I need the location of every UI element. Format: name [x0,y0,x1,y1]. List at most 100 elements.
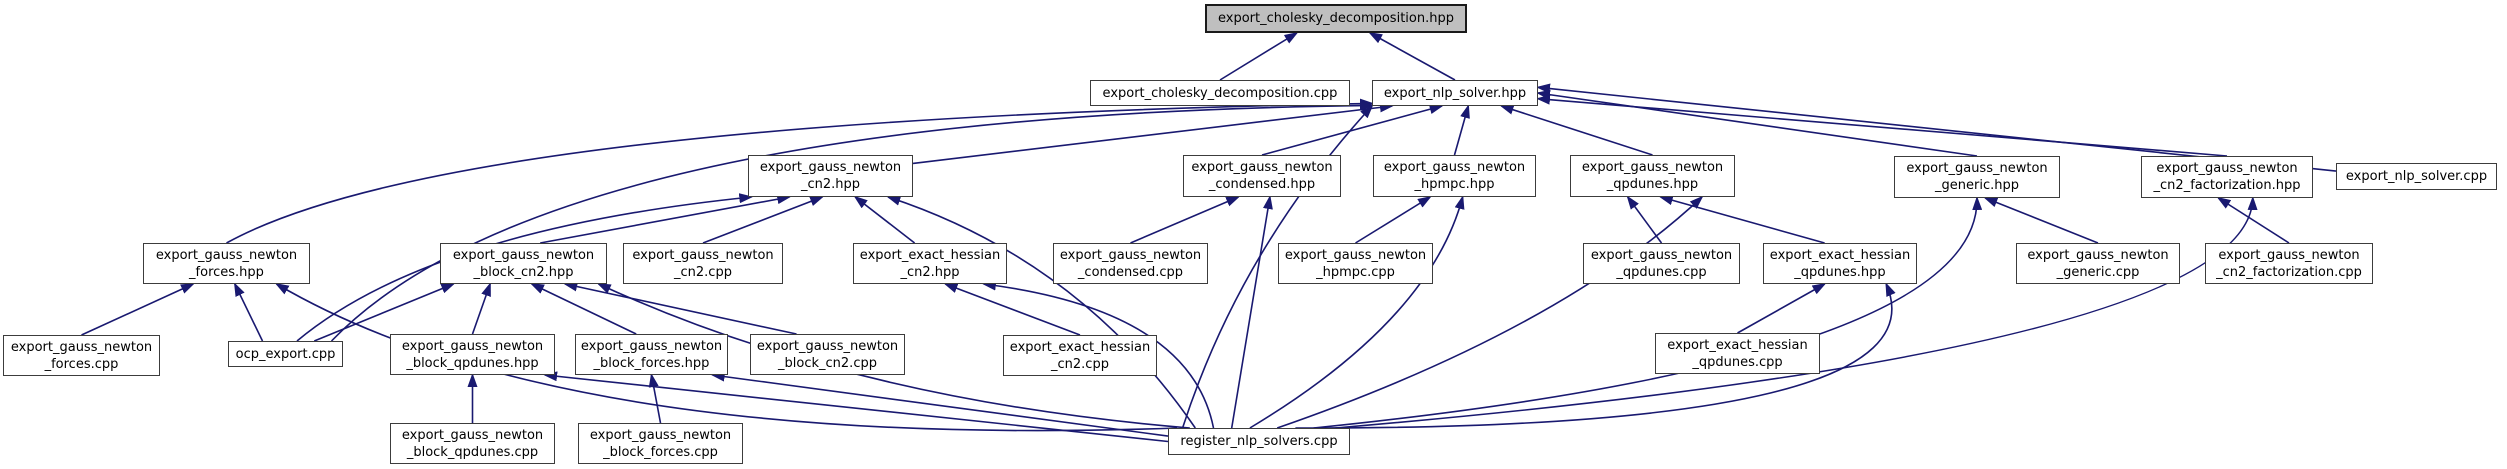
graph-node-label: _block_forces.hpp [593,355,710,371]
graph-node-label: export_gauss_newton [2027,247,2169,263]
graph-node-gn_block_forces_cpp[interactable]: export_gauss_newton_block_forces.cpp [578,423,743,464]
graph-node-eh_cn2_cpp[interactable]: export_exact_hessian_cn2.cpp [1003,335,1157,376]
graph-node-label: _qpdunes.cpp [1616,264,1707,280]
graph-node-label: _hpmpc.cpp [1316,264,1395,280]
edge-gn_hpmpc_hpp-to-nlp_solver_hpp [1453,104,1470,156]
graph-node-label: export_gauss_newton [756,338,899,354]
edge-eh_qpdunes_hpp-to-gn_qpdunes_hpp [1658,195,1825,244]
edge-register_cpp-to-gn_forces_hpp [274,282,1178,432]
graph-node-register_cpp[interactable]: register_nlp_solvers.cpp [1168,428,1350,455]
edge-gn_block_cn2_hpp-to-gn_cn2_hpp [540,194,792,244]
graph-node-ocp_export_cpp[interactable]: ocp_export.cpp [228,341,343,367]
graph-node-gn_condensed_hpp[interactable]: export_gauss_newton _condensed.hpp [1183,155,1341,197]
graph-node-label: export_cholesky_decomposition.hpp [1218,11,1454,26]
graph-node-gn_qpdunes_cpp[interactable]: export_gauss_newton_qpdunes.cpp [1583,243,1740,284]
graph-node-label: export_gauss_newton [1906,161,2048,176]
graph-node-label: _cn2_factorization.hpp [2153,178,2301,193]
graph-node-label: _qpdunes.hpp [1606,177,1699,192]
edge-eh_qpdunes_cpp-to-eh_qpdunes_hpp [1737,283,1827,334]
graph-node-cholesky_hpp[interactable]: export_cholesky_decomposition.hpp [1205,4,1467,33]
graph-node-label: export_gauss_newton [1284,247,1427,263]
graph-node-label: export_gauss_newton [401,338,544,354]
edge-ocp_export_cpp-to-gn_forces_hpp [233,282,264,342]
graph-node-gn_block_cn2_cpp[interactable]: export_gauss_newton_block_cn2.cpp [750,334,905,375]
edge-cholesky_cpp-to-cholesky_hpp [1219,31,1299,81]
graph-node-gn_block_qpdunes_hpp[interactable]: export_gauss_newton_block_qpdunes.hpp [390,334,555,375]
graph-node-label: export_gauss_newton [580,338,723,354]
edge-register_cpp-to-gn_condensed_hpp [1230,195,1273,429]
graph-node-label: _block_cn2.hpp [473,264,574,280]
edge-gn_cn2_hpp-to-nlp_solver_hpp [912,102,1394,165]
graph-node-gn_hpmpc_hpp[interactable]: export_gauss_newton_hpmpc.hpp [1373,155,1536,197]
graph-node-label: export_nlp_solver.cpp [2345,169,2488,184]
edge-register_cpp-to-gn_block_cn2_hpp [596,283,1190,429]
edge-gn_generic_hpp-to-nlp_solver_hpp [1536,89,1978,157]
graph-node-label: _cn2.cpp [1051,356,1109,372]
graph-node-label: _block_cn2.cpp [778,355,877,371]
graph-node-label: _cn2_factorization.cpp [2216,264,2362,280]
graph-node-eh_cn2_hpp[interactable]: export_exact_hessian_cn2.hpp [853,243,1007,284]
graph-node-label: export_gauss_newton [10,339,153,355]
graph-node-label: export_exact_hessian [1769,247,1911,263]
graph-node-gn_forces_hpp[interactable]: export_gauss_newton_forces.hpp [143,243,310,284]
edge-gn_forces_cpp-to-gn_forces_hpp [81,283,195,336]
edge-register_cpp-to-gn_hpmpc_hpp [1249,195,1465,429]
graph-node-label: ocp_export.cpp [235,346,336,362]
graph-node-label: _forces.cpp [44,356,119,372]
graph-node-label: export_nlp_solver.hpp [1383,85,1527,101]
edge-gn_block_cn2_cpp-to-gn_block_cn2_hpp [563,281,797,335]
edge-gn_condensed_hpp-to-nlp_solver_hpp [1261,104,1444,156]
graph-node-label: _block_forces.cpp [603,444,718,460]
graph-node-gn_condensed_cpp[interactable]: export_gauss_newton_condensed.cpp [1053,243,1208,284]
graph-node-gn_cn2_cpp[interactable]: export_gauss_newton_cn2.cpp [623,243,783,284]
graph-node-label: _generic.hpp [1935,178,2019,193]
graph-node-label: export_cholesky_decomposition.cpp [1102,85,1338,101]
graph-node-nlp_solver_hpp[interactable]: export_nlp_solver.hpp [1372,80,1538,106]
graph-node-label: export_exact_hessian [1667,337,1808,353]
edge-register_cpp-to-gn_cn2_hpp [886,195,1196,429]
graph-node-label: _block_qpdunes.hpp [406,355,539,371]
graph-node-gn_cn2fact_hpp[interactable]: export_gauss_newton _cn2_factorization.hp… [2141,156,2313,198]
graph-node-gn_cn2_hpp[interactable]: export_gauss_newton_cn2.hpp [748,155,913,197]
graph-node-gn_forces_cpp[interactable]: export_gauss_newton_forces.cpp [3,335,160,376]
graph-node-gn_block_cn2_hpp[interactable]: export_gauss_newton_block_cn2.hpp [440,243,607,284]
graph-node-label: _qpdunes.hpp [1794,264,1886,280]
graph-node-label: _condensed.cpp [1077,264,1184,280]
graph-node-cholesky_cpp[interactable]: export_cholesky_decomposition.cpp [1090,80,1350,106]
graph-node-label: _generic.cpp [2056,264,2140,280]
graph-node-gn_block_forces_hpp[interactable]: export_gauss_newton_block_forces.hpp [575,334,728,375]
graph-node-label: export_gauss_newton [1383,160,1526,175]
edge-register_cpp-to-gn_generic_hpp [1313,196,1983,429]
graph-node-label: _condensed.hpp [1208,177,1316,192]
edge-gn_qpdunes_cpp-to-gn_qpdunes_hpp [1626,195,1663,244]
graph-node-eh_qpdunes_cpp[interactable]: export_exact_hessian_qpdunes.cpp [1655,333,1820,374]
graph-node-gn_qpdunes_hpp[interactable]: export_gauss_newton_qpdunes.hpp [1570,155,1735,197]
graph-node-label: register_nlp_solvers.cpp [1180,434,1338,449]
graph-node-label: export_gauss_newton [632,247,774,263]
edge-register_cpp-to-gn_qpdunes_hpp [1276,195,1704,429]
graph-node-nlp_solver_cpp[interactable]: export_nlp_solver.cpp [2336,163,2497,190]
edge-gn_generic_cpp-to-gn_generic_hpp [1983,197,2099,244]
graph-node-eh_qpdunes_hpp[interactable]: export_exact_hessian_qpdunes.hpp [1763,243,1917,284]
graph-node-label: export_gauss_newton [2156,161,2298,176]
edge-gn_forces_hpp-to-nlp_solver_hpp [226,98,1374,244]
edge-gn_cn2fact_cpp-to-gn_cn2fact_hpp [2216,196,2290,244]
graph-node-label: export_gauss_newton [1191,160,1333,175]
graph-node-label: _qpdunes.cpp [1692,354,1783,370]
edge-gn_cn2_cpp-to-gn_cn2_hpp [702,196,825,244]
edge-gn_cn2fact_hpp-to-nlp_solver_hpp [1536,94,2228,157]
graph-node-label: _forces.hpp [189,264,264,280]
edge-ocp_export_cpp-to-nlp_solver_hpp [330,100,1374,342]
graph-node-gn_cn2fact_cpp[interactable]: export_gauss_newton_cn2_factorization.cp… [2205,243,2373,284]
graph-node-label: export_gauss_newton [155,247,298,263]
graph-node-gn_hpmpc_cpp[interactable]: export_gauss_newton_hpmpc.cpp [1278,243,1433,284]
graph-node-label: export_gauss_newton [1059,247,1202,263]
edge-register_cpp-to-eh_qpdunes_hpp [1295,282,1896,429]
graph-node-label: _block_qpdunes.cpp [406,444,539,460]
graph-node-gn_generic_cpp[interactable]: export_gauss_newton_generic.cpp [2016,243,2180,284]
graph-node-gn_block_qpdunes_cpp[interactable]: export_gauss_newton_block_qpdunes.cpp [390,423,555,464]
graph-node-gn_generic_hpp[interactable]: export_gauss_newton _generic.hpp [1894,156,2060,198]
edge-gn_block_qpdunes_hpp-to-gn_block_cn2_hpp [471,282,491,335]
edge-gn_block_forces_hpp-to-gn_block_cn2_hpp [530,283,637,335]
edge-eh_cn2_hpp-to-gn_cn2_hpp [853,195,916,244]
